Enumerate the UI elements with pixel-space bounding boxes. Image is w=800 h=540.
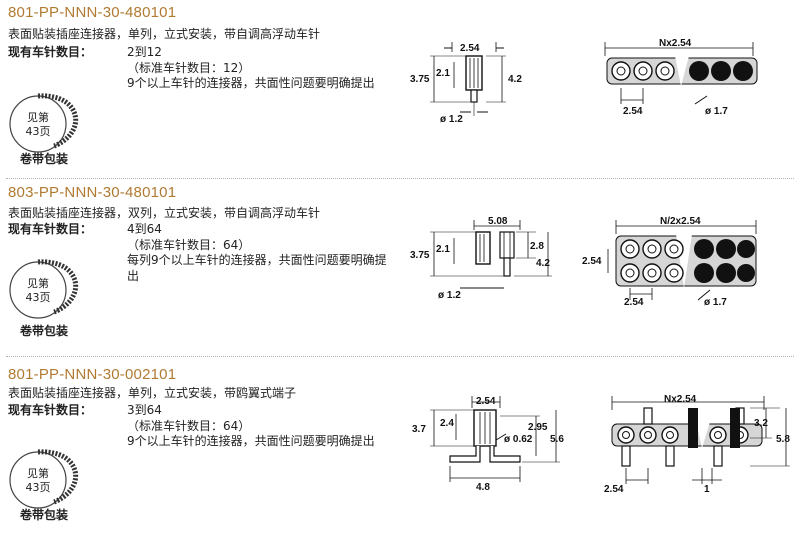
reel-caption: 卷带包装 bbox=[20, 508, 69, 522]
side-view-drawing: 2.54 3.75 2.1 4.2 ø 1.2 bbox=[410, 42, 522, 125]
dim-diameter: ø 1.2 bbox=[440, 114, 463, 125]
reel-caption: 卷带包装 bbox=[20, 152, 69, 166]
section-divider bbox=[6, 178, 794, 179]
dim-height-total: 3.75 bbox=[410, 74, 430, 85]
reel-text-line1: 见第 bbox=[27, 466, 49, 480]
dim-hole: ø 1.7 bbox=[704, 297, 727, 306]
dim-diameter: ø 0.62 bbox=[504, 434, 533, 445]
top-view-drawing: Nx2.54 3.2 5.8 2.54 1 bbox=[604, 394, 790, 494]
dim-width: 2.54 bbox=[460, 43, 480, 54]
dim-pitch: 2.54 bbox=[604, 484, 624, 494]
tape-reel-icon: 见第 43页 bbox=[9, 93, 79, 153]
dim-pitch: 2.54 bbox=[624, 297, 644, 306]
section-divider bbox=[6, 356, 794, 357]
dim-tab-width: 1 bbox=[704, 484, 710, 494]
count-label: 现有车针数目： bbox=[8, 222, 93, 236]
reel-text-line1: 见第 bbox=[27, 110, 49, 124]
product-entry-3: 801-PP-NNN-30-002101 表面贴装插座连接器，单列，立式安装，带… bbox=[0, 356, 800, 540]
dim-diameter: ø 1.2 bbox=[438, 290, 461, 301]
dim-hole: ø 1.7 bbox=[705, 106, 728, 117]
standard-count: （标准车针数目：12） bbox=[127, 61, 251, 75]
tape-reel-icon: 见第 43页 bbox=[9, 449, 79, 509]
description: 表面贴装插座连接器，单列，立式安装，带自调高浮动车针 bbox=[8, 27, 321, 41]
dim-pitch-total: N/2x2.54 bbox=[660, 216, 701, 227]
part-number: 801-PP-NNN-30-480101 bbox=[8, 4, 177, 21]
part-number: 801-PP-NNN-30-002101 bbox=[8, 366, 177, 383]
tape-reel-icon: 见第 43页 bbox=[9, 259, 79, 319]
description: 表面贴装插座连接器，单列，立式安装，带鸥翼式端子 bbox=[8, 386, 297, 400]
dim-pitch-side: 2.54 bbox=[582, 256, 602, 267]
dim-height-pin: 2.95 bbox=[528, 422, 548, 433]
dim-pitch: 2.54 bbox=[623, 106, 643, 117]
top-view-drawing: N/2x2.54 2.54 2.54 ø 1.7 bbox=[582, 216, 757, 306]
side-view-drawing: 5.08 3.75 2.1 2.8 4.2 ø 1.2 bbox=[410, 216, 552, 301]
dim-height-total: 3.7 bbox=[412, 424, 426, 435]
coplanarity-note: 9个以上车针的连接器，共面性问题要明确提出 bbox=[127, 434, 375, 448]
reel-text-line2: 43页 bbox=[26, 481, 51, 494]
reel-text-line1: 见第 bbox=[27, 276, 49, 290]
dim-height-all: 5.6 bbox=[550, 434, 564, 445]
dim-height-total: 3.75 bbox=[410, 250, 430, 261]
reel-text-line2: 43页 bbox=[26, 125, 51, 138]
side-view-drawing: 2.54 3.7 2.4 2.95 5.6 ø 0.62 4.8 bbox=[412, 396, 564, 493]
dim-foot-span: 4.8 bbox=[476, 482, 490, 493]
dim-right-small: 3.2 bbox=[754, 418, 768, 429]
dim-width: 5.08 bbox=[488, 216, 508, 227]
dim-pitch-total: Nx2.54 bbox=[659, 38, 692, 49]
product-entry-2: 803-PP-NNN-30-480101 表面贴装插座连接器，双列，立式安装，带… bbox=[0, 178, 800, 356]
dim-height-pin: 2.8 bbox=[530, 241, 544, 252]
top-view-drawing: Nx2.54 2.54 ø 1.7 bbox=[604, 38, 758, 117]
dim-height-body: 2.1 bbox=[436, 68, 450, 79]
standard-count: （标准车针数目：64） bbox=[127, 238, 251, 252]
coplanarity-note: 每列9个以上车针的连接器，共面性问题要明确提出 bbox=[127, 253, 387, 283]
standard-count: （标准车针数目：64） bbox=[127, 419, 251, 433]
count-label: 现有车针数目： bbox=[8, 403, 93, 417]
dim-height-body: 2.4 bbox=[440, 418, 454, 429]
part-number: 803-PP-NNN-30-480101 bbox=[8, 184, 177, 201]
count-value: 3到64 bbox=[127, 403, 162, 417]
dim-height-body: 2.1 bbox=[436, 244, 450, 255]
count-value: 2到12 bbox=[127, 45, 162, 59]
reel-caption: 卷带包装 bbox=[20, 324, 69, 338]
dim-right-large: 5.8 bbox=[776, 434, 790, 445]
dim-height-pin: 4.2 bbox=[508, 74, 522, 85]
product-entry-1: 801-PP-NNN-30-480101 表面贴装插座连接器，单列，立式安装，带… bbox=[0, 0, 800, 178]
dim-width: 2.54 bbox=[476, 396, 496, 407]
dim-height-all: 4.2 bbox=[536, 258, 550, 269]
reel-text-line2: 43页 bbox=[26, 291, 51, 304]
description: 表面贴装插座连接器，双列，立式安装，带自调高浮动车针 bbox=[8, 206, 321, 220]
dim-pitch-total: Nx2.54 bbox=[664, 394, 697, 405]
count-label: 现有车针数目： bbox=[8, 45, 93, 59]
count-value: 4到64 bbox=[127, 222, 162, 236]
coplanarity-note: 9个以上车针的连接器，共面性问题要明确提出 bbox=[127, 76, 375, 90]
